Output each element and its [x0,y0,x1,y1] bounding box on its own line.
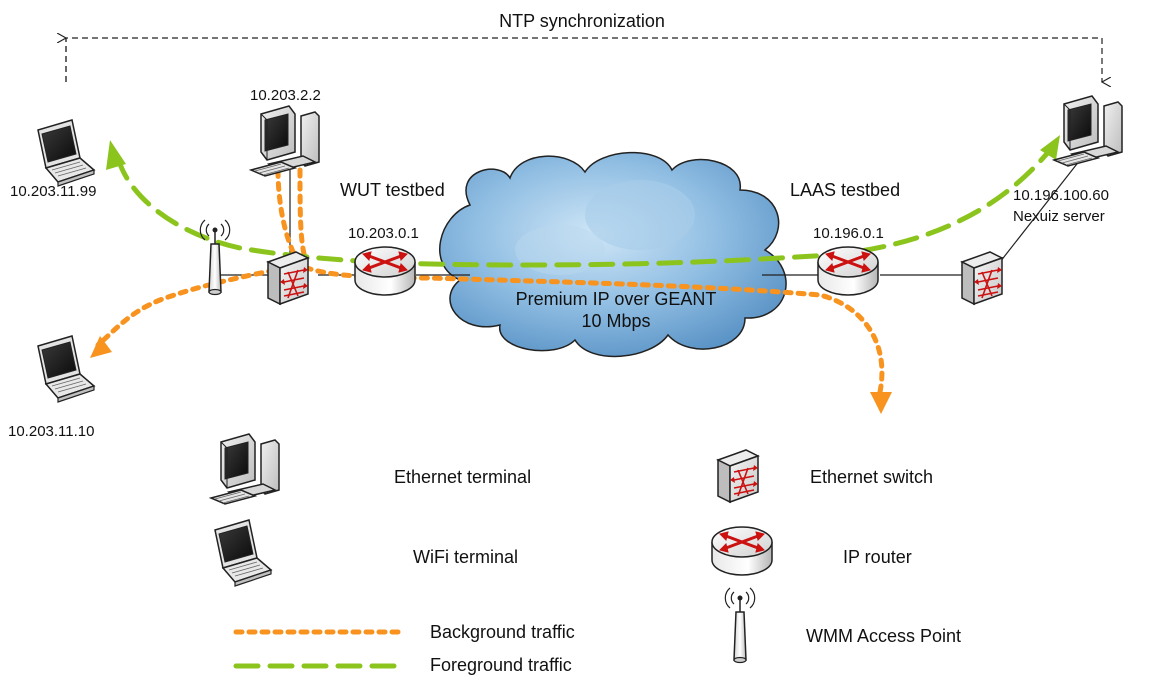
legend-background-traffic: Background traffic [430,622,575,642]
legend-laptop-icon [214,519,272,587]
legend-ethernet-switch: Ethernet switch [810,467,933,487]
network-links [216,159,1081,276]
ethernet-switch-icon[interactable] [961,251,1003,305]
ip-router-icon[interactable] [816,245,880,297]
wifi-access-point-icon[interactable] [199,219,231,296]
desktop-computer-icon[interactable] [1053,95,1123,167]
legend-ip-router-icon [710,525,774,577]
wut-testbed-label: WUT testbed [340,180,445,200]
legend-desktop-computer-icon [210,433,280,505]
cloud-label-line2: 10 Mbps [581,311,650,331]
legend-ip-router: IP router [843,547,912,567]
laptop-icon[interactable] [37,119,95,187]
legend-foreground-traffic: Foreground traffic [430,655,572,675]
laas-testbed-label: LAAS testbed [790,180,900,200]
laas-router-ip: 10.196.0.1 [813,225,884,242]
ip-router-icon[interactable] [353,245,417,297]
legend-ethernet-switch-icon [717,449,759,503]
cloud-label-line1: Premium IP over GEANT [516,289,717,309]
legend-ethernet-terminal: Ethernet terminal [394,467,531,487]
server-name: Nexuiz server [1013,208,1105,225]
legend: Ethernet terminal WiFi terminal Backgrou… [210,433,961,675]
ntp-label: NTP synchronization [499,11,665,31]
legend-access-point: WMM Access Point [806,626,961,646]
desktop-computer-icon[interactable] [250,105,320,177]
wut-router-ip: 10.203.0.1 [348,225,419,242]
server-ip: 10.196.100.60 [1013,187,1109,204]
ethernet-terminal-ip: 10.203.2.2 [250,87,321,104]
legend-wifi-access-point-icon [724,587,756,664]
foreground-traffic-arrowheads [106,135,1060,170]
legend-wifi-terminal: WiFi terminal [413,547,518,567]
wifi-top-ip: 10.203.11.99 [10,183,96,200]
wifi-bottom-ip: 10.203.11.10 [8,423,94,440]
ethernet-switch-icon[interactable] [267,251,309,305]
background-traffic-arrowheads [90,336,892,414]
laptop-icon[interactable] [37,335,95,403]
ntp-sync-connector [66,38,1102,82]
